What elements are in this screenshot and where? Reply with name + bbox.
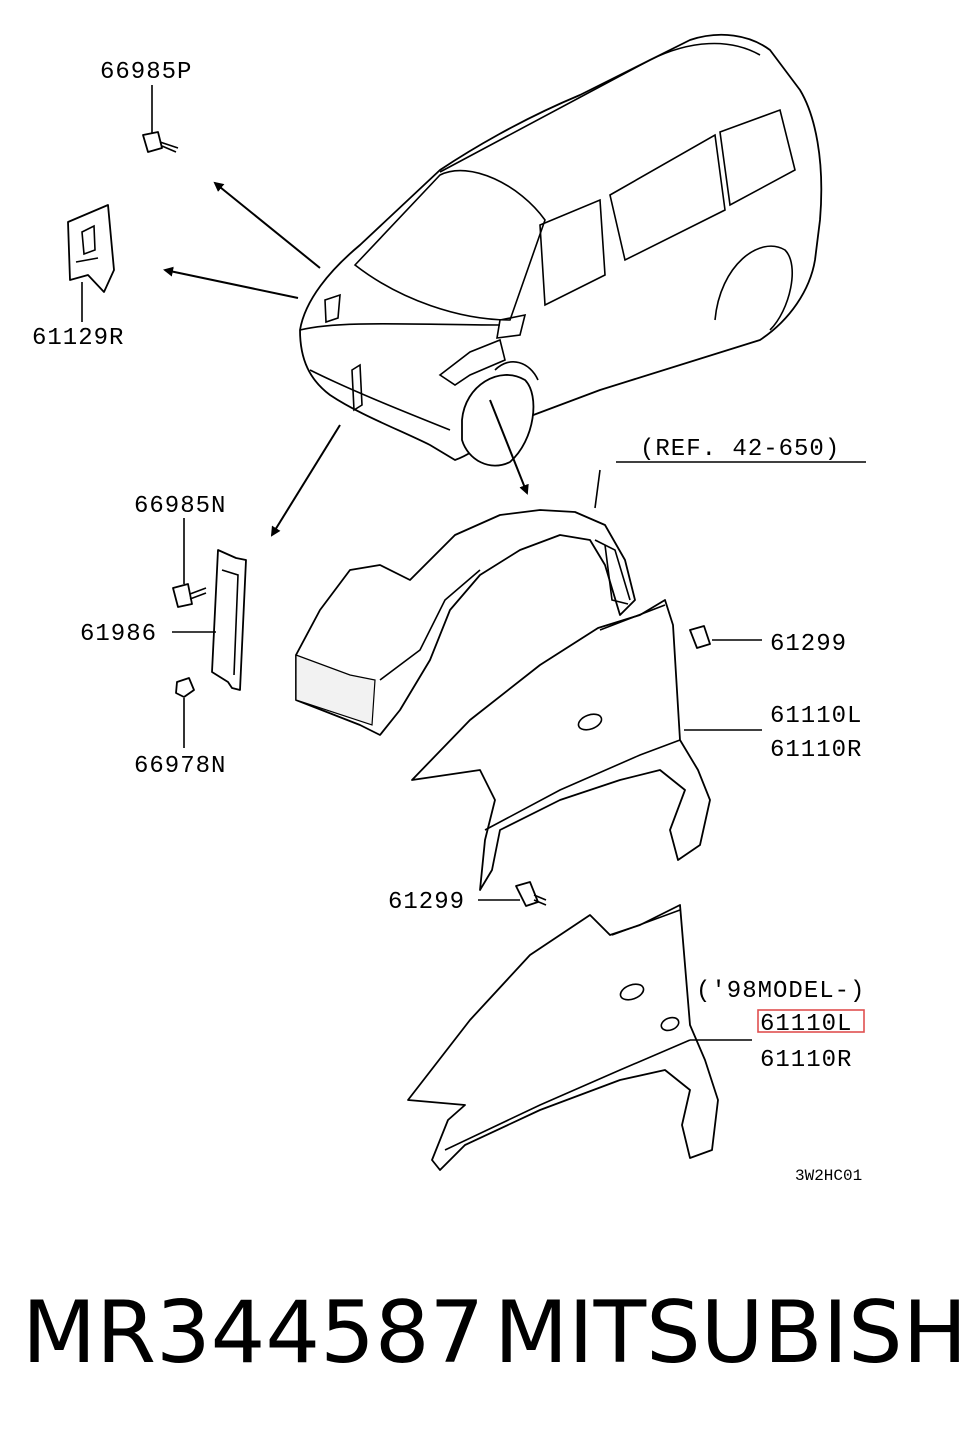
- fender-upper: [411, 599, 762, 891]
- bolt-61299-lower: [478, 881, 547, 907]
- label-61110r-98: 61110R: [760, 1047, 852, 1074]
- pointer-arrows: [163, 181, 529, 537]
- label-model-note: ('98MODEL-): [696, 978, 865, 1005]
- label-drawing-code: 3W2HC01: [795, 1167, 862, 1185]
- highlight-box: [757, 1009, 865, 1033]
- van-illustration: [299, 33, 823, 467]
- plate-assembly-61986: [172, 518, 247, 748]
- label-61129r: 61129R: [32, 325, 124, 352]
- label-61110r: 61110R: [770, 737, 862, 764]
- label-61986: 61986: [80, 621, 157, 648]
- label-61299-upper: 61299: [770, 631, 847, 658]
- label-66985n: 66985N: [134, 493, 226, 520]
- brand-name: MITSUBISHI: [494, 1283, 960, 1383]
- label-ref: (REF. 42-650): [640, 436, 840, 463]
- label-61110l: 61110L: [770, 703, 862, 730]
- fender-lower-98model: [407, 904, 752, 1171]
- clip-66985p: [142, 85, 179, 153]
- parts-diagram: 66985P 61129R 66985N 61986 66978N (REF. …: [32, 33, 866, 1185]
- label-61299-lower: 61299: [388, 889, 465, 916]
- label-61110l-98: 61110L: [760, 1011, 852, 1038]
- bracket-61129r: [67, 204, 115, 322]
- part-number: MR344587: [22, 1283, 485, 1383]
- inner-fender-liner: [295, 461, 866, 736]
- label-66978n: 66978N: [134, 753, 226, 780]
- label-66985p: 66985P: [100, 59, 192, 86]
